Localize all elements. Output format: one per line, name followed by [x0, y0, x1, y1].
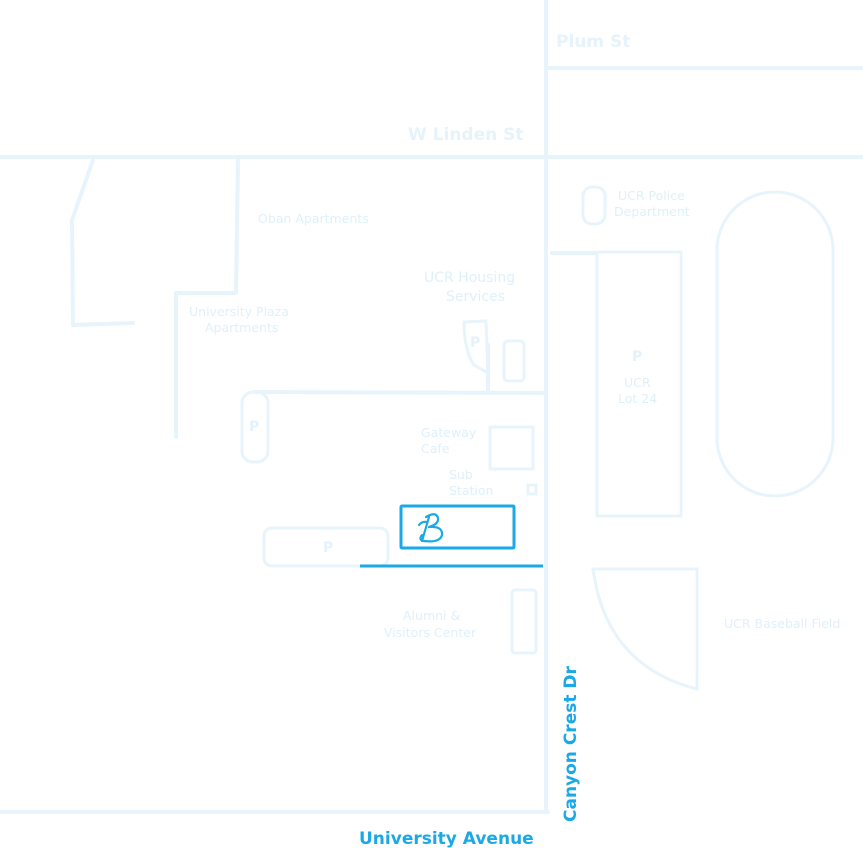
label-lot24-2: Lot 24	[618, 391, 657, 406]
parking-label-south: P	[323, 540, 333, 556]
label-university-plaza-2: Apartments	[205, 320, 278, 335]
sub-station-icon	[526, 483, 538, 496]
label-police-2: Department	[614, 204, 690, 219]
street-label-university: University Avenue	[359, 829, 534, 848]
left-road-east	[174, 158, 240, 439]
label-lot24-1: UCR	[624, 375, 651, 390]
destination-marker[interactable]	[399, 504, 516, 550]
gateway-cafe-building	[488, 425, 535, 471]
left-road-west	[70, 158, 135, 327]
street-label-linden: W Linden St	[408, 125, 524, 145]
parking-label-north: P	[470, 335, 480, 351]
internal-road	[253, 390, 545, 395]
label-sub-1: Sub	[449, 467, 473, 482]
label-alumni-1: Alumni &	[403, 608, 460, 623]
parking-lot-south	[262, 526, 390, 568]
parking-label-west: P	[249, 419, 259, 435]
building-small-housing	[502, 339, 526, 383]
alumni-center-building	[510, 588, 538, 655]
street-label-canyon-crest: Canyon Crest Dr	[561, 666, 581, 822]
police-building	[581, 185, 607, 226]
label-alumni-2: Visitors Center	[384, 625, 477, 640]
parking-lot-north	[462, 319, 490, 376]
lot-24-building	[595, 250, 683, 518]
baseball-field	[591, 567, 699, 691]
label-baseball: UCR Baseball Field	[724, 616, 840, 631]
label-gateway-2: Cafe	[421, 441, 450, 456]
label-housing-2: Services	[446, 289, 505, 305]
label-university-plaza-1: University Plaza	[189, 304, 289, 319]
track-oval	[715, 190, 835, 498]
label-oban-apartments: Oban Apartments	[258, 211, 369, 226]
label-housing-1: UCR Housing	[424, 270, 515, 286]
parking-label-lot24: P	[632, 349, 642, 365]
label-gateway-1: Gateway	[421, 425, 477, 440]
b-logo-icon	[417, 513, 444, 543]
parking-lot-west	[240, 390, 270, 464]
street-label-plum: Plum St	[556, 32, 630, 52]
label-police-1: UCR Police	[618, 188, 685, 203]
label-sub-2: Station	[449, 483, 493, 498]
